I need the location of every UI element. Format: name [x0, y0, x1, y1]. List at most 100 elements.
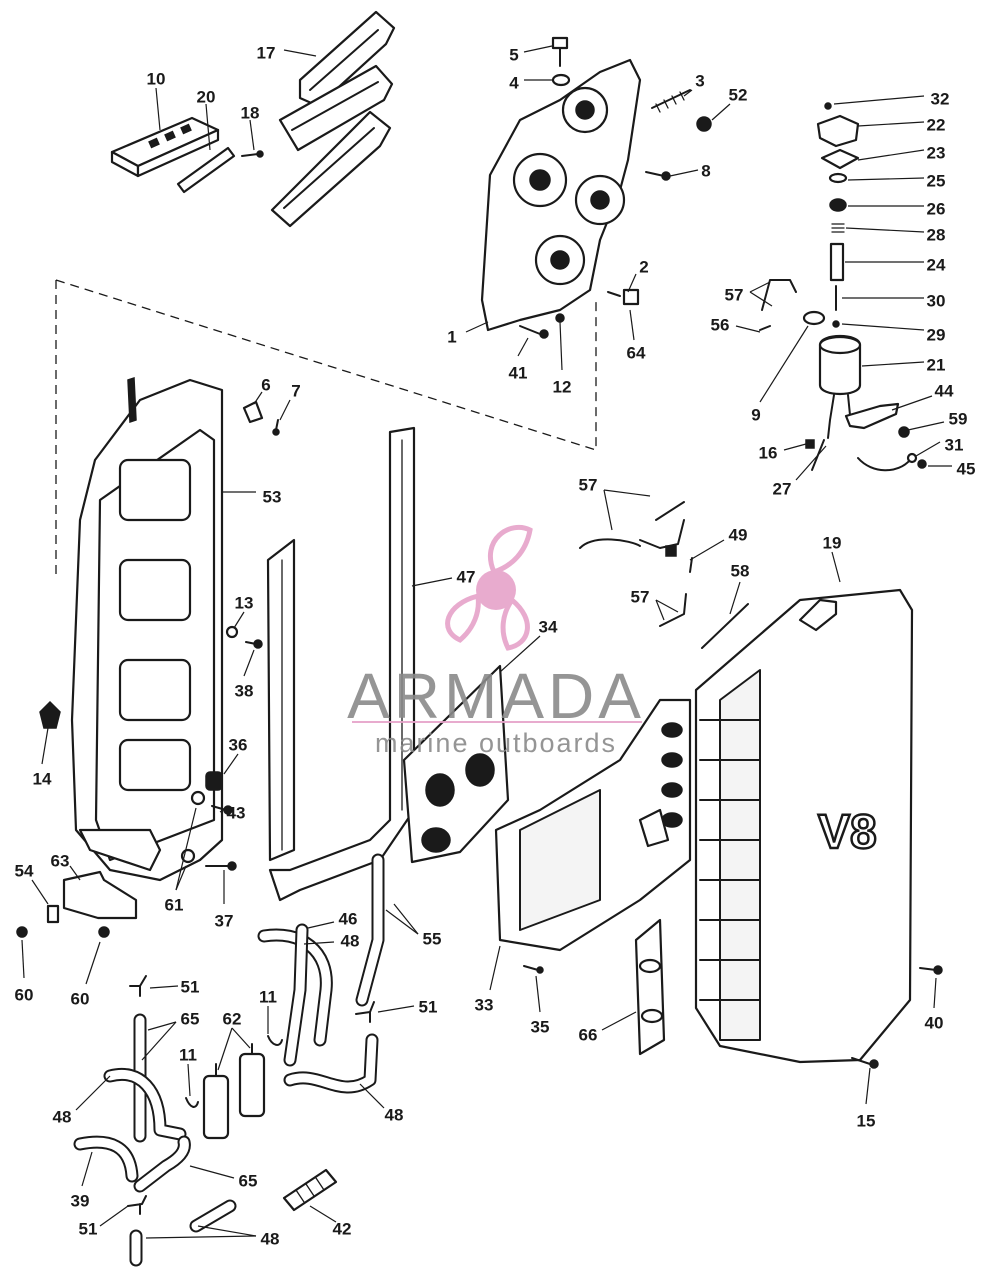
screw-18 — [241, 150, 264, 158]
sleeve-42-part — [282, 1168, 338, 1212]
leader-line-62 — [231, 1027, 251, 1049]
leader-line-57c — [655, 599, 665, 621]
callout-25: 25 — [927, 171, 946, 190]
intake-gasket-part — [270, 10, 396, 228]
callout-52: 52 — [729, 85, 748, 104]
callout-56: 56 — [711, 315, 730, 334]
leader-line-65a — [147, 1021, 177, 1031]
callout-64: 64 — [627, 343, 646, 362]
leader-line-5 — [523, 45, 553, 53]
leader-line-52 — [711, 103, 731, 121]
leader-line-18 — [249, 119, 255, 151]
silencer-base-part — [494, 698, 692, 952]
manifold-fasteners — [180, 625, 263, 871]
leader-line-31 — [915, 441, 941, 457]
watermark-tagline: marine outboards — [375, 728, 617, 758]
callout-24: 24 — [927, 255, 946, 274]
callout-58: 58 — [731, 561, 750, 580]
bracket-66-part — [634, 918, 666, 1056]
leader-line-7 — [279, 399, 291, 421]
callout-6: 6 — [261, 375, 270, 394]
leader-line-57c — [655, 599, 679, 613]
nut-52 — [696, 116, 712, 132]
leader-line-39 — [81, 1151, 93, 1187]
primer-assembly-parts — [759, 102, 927, 472]
leader-line-1 — [465, 321, 489, 333]
callout-3: 3 — [695, 71, 704, 90]
screw-41 — [519, 325, 549, 339]
leader-line-9 — [759, 325, 809, 403]
callout-65a: 65 — [181, 1009, 200, 1028]
watermark-brand: ARMADA — [347, 660, 645, 732]
callout-44: 44 — [935, 381, 954, 400]
callout-12: 12 — [553, 377, 572, 396]
callout-48b: 48 — [385, 1105, 404, 1124]
leader-line-51a — [149, 985, 179, 989]
leader-line-28 — [845, 227, 925, 233]
callout-13: 13 — [235, 593, 254, 612]
fittings-upper — [579, 501, 749, 649]
leader-line-55 — [393, 903, 419, 935]
callout-15: 15 — [857, 1111, 876, 1130]
callout-54: 54 — [15, 861, 34, 880]
callout-61: 61 — [165, 895, 184, 914]
leader-line-46 — [307, 921, 335, 929]
cover-marking: V8 — [818, 806, 877, 859]
leader-line-10 — [155, 87, 161, 131]
leader-line-63 — [69, 865, 81, 881]
callout-53: 53 — [263, 487, 282, 506]
callout-47: 47 — [457, 567, 476, 586]
leader-line-36 — [223, 753, 239, 775]
leader-line-60a — [21, 939, 25, 979]
callout-20: 20 — [197, 87, 216, 106]
callout-60a: 60 — [15, 985, 34, 1004]
callout-46: 46 — [339, 909, 358, 928]
leader-line-12 — [559, 321, 563, 371]
callout-28: 28 — [927, 225, 946, 244]
leader-line-51b — [377, 1005, 415, 1013]
leader-line-16 — [783, 443, 807, 451]
callout-63: 63 — [51, 851, 70, 870]
callout-40: 40 — [925, 1013, 944, 1032]
callout-11a: 11 — [259, 987, 277, 1006]
leader-line-40 — [933, 977, 937, 1009]
leader-line-57b — [603, 489, 613, 531]
clip-6-and-screw-7 — [242, 400, 280, 436]
leader-line-6 — [253, 391, 263, 405]
callout-33: 33 — [475, 995, 494, 1014]
propeller-icon — [445, 524, 533, 651]
leader-line-48d — [145, 1235, 257, 1239]
callout-27: 27 — [773, 479, 792, 498]
leader-line-11b — [187, 1063, 191, 1097]
leader-line-64 — [629, 309, 635, 341]
callout-8: 8 — [701, 161, 710, 180]
leader-line-22 — [857, 121, 925, 127]
callout-2: 2 — [639, 257, 648, 276]
leader-line-14 — [41, 727, 49, 765]
leader-line-42 — [309, 1205, 337, 1223]
assembly-outline — [55, 279, 597, 580]
leader-line-48a — [303, 941, 335, 945]
hose-assembly — [73, 853, 385, 1267]
leader-line-19 — [831, 551, 841, 583]
leader-line-33 — [489, 945, 501, 991]
callout-18: 18 — [241, 103, 260, 122]
callout-5: 5 — [509, 45, 518, 64]
leader-line-34 — [499, 635, 541, 673]
leader-line-57a — [749, 281, 771, 293]
leader-line-56 — [735, 325, 761, 333]
leader-line-32 — [833, 95, 925, 105]
watermark-logo: ARMADA marine outboards — [347, 524, 645, 758]
callout-48c: 48 — [53, 1107, 72, 1126]
crankcase-cover-part — [480, 58, 642, 332]
callout-32: 32 — [931, 89, 950, 108]
callout-49: 49 — [729, 525, 748, 544]
leader-line-15 — [865, 1067, 871, 1105]
leader-line-38 — [243, 649, 255, 677]
callout-1: 1 — [447, 327, 456, 346]
leader-line-8 — [669, 169, 699, 177]
adapter-gasket-part — [402, 664, 510, 864]
